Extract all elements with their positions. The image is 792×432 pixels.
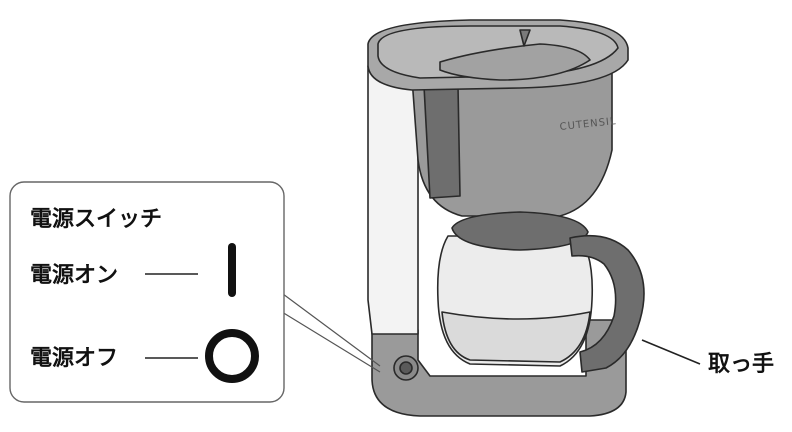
callout-pointer xyxy=(282,294,380,372)
coffee-maker xyxy=(368,20,644,416)
handle-leader xyxy=(642,340,700,364)
power-off-label: 電源オフ xyxy=(30,346,118,371)
callout-title: 電源スイッチ xyxy=(30,207,162,232)
handle-label: 取っ手 xyxy=(708,352,774,377)
carafe-lid xyxy=(452,212,588,250)
carafe-coffee xyxy=(442,312,590,362)
basket-panel xyxy=(424,86,460,198)
power-on-symbol-icon xyxy=(228,243,236,297)
power-switch-callout: 電源スイッチ 電源オン 電源オフ xyxy=(10,182,380,402)
power-on-label: 電源オン xyxy=(30,263,118,288)
water-tank-column xyxy=(368,66,418,334)
